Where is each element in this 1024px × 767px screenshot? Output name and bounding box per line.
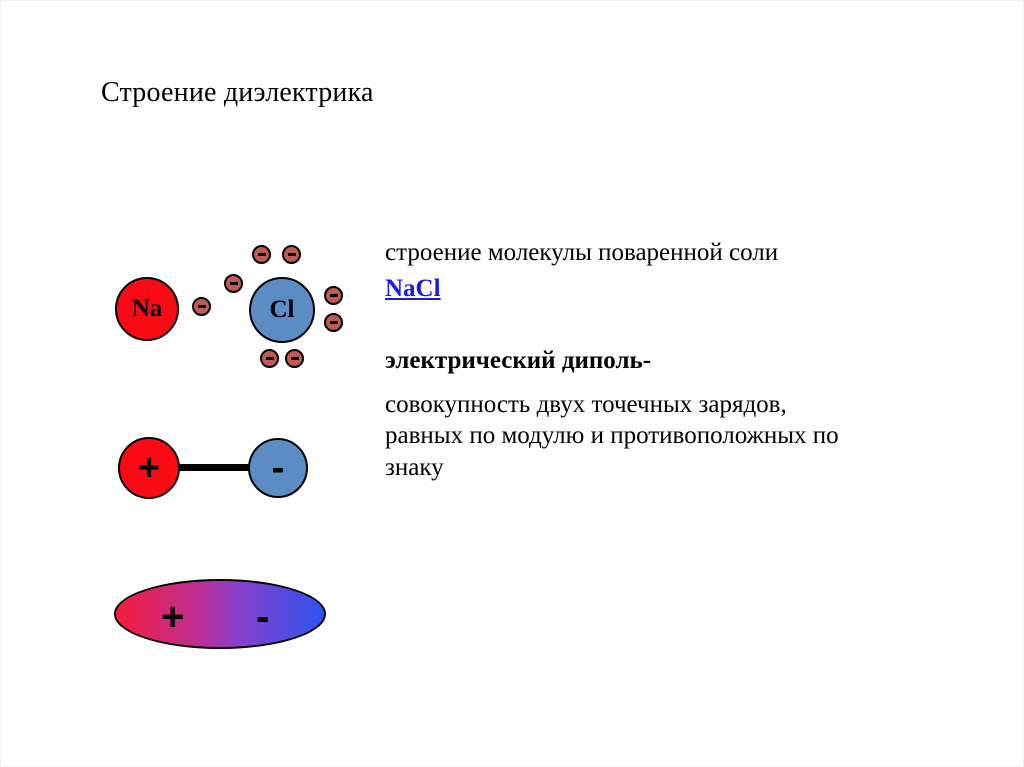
minus-sign-icon xyxy=(265,357,274,360)
dipole-definition-line-2: равных по модулю и противоположных по xyxy=(385,422,839,449)
text-spacer xyxy=(385,303,997,347)
nacl-caption: строение молекулы поваренной соли xyxy=(385,239,779,266)
chlorine-atom: Cl xyxy=(249,277,315,343)
chlorine-atom-label: Cl xyxy=(269,296,295,323)
minus-sign-icon xyxy=(290,357,299,360)
dipole-negative-charge: - xyxy=(248,438,308,498)
dipole-bond-line xyxy=(178,464,250,471)
explanation-text-column: строение молекулы поваренной соли NaCl э… xyxy=(385,237,997,483)
text-spacer xyxy=(385,375,997,389)
minus-sign-icon xyxy=(329,321,338,324)
electron-icon xyxy=(224,274,243,293)
dipole-ellipse-shape xyxy=(114,579,326,649)
dipole-term: электрический диполь- xyxy=(385,346,652,374)
minus-sign-icon xyxy=(197,305,206,308)
ellipse-negative-label: - xyxy=(256,595,270,639)
electron-icon xyxy=(285,349,304,368)
nacl-link[interactable]: NaCl xyxy=(385,274,441,302)
electron-icon xyxy=(260,349,279,368)
dipole-definition-line-3: знаку xyxy=(385,453,444,481)
minus-sign-icon xyxy=(257,253,266,256)
electron-icon xyxy=(324,286,343,305)
minus-sign-icon xyxy=(229,282,238,285)
page-title: Строение диэлектрика xyxy=(101,77,374,108)
dipole-negative-label: - xyxy=(271,447,285,489)
dipole-positive-label: + xyxy=(137,447,161,489)
ellipse-positive-label: + xyxy=(161,595,185,639)
electron-icon xyxy=(192,297,211,316)
dipole-definition-line-1: совокупность двух точечных зарядов, xyxy=(385,390,787,418)
minus-sign-icon xyxy=(287,253,296,256)
sodium-atom: Na xyxy=(115,277,179,341)
sodium-atom-label: Na xyxy=(131,295,163,322)
electron-icon xyxy=(324,313,343,332)
electron-icon xyxy=(282,245,301,264)
dipole-positive-charge: + xyxy=(118,437,180,499)
electron-icon xyxy=(252,245,271,264)
minus-sign-icon xyxy=(329,294,338,297)
